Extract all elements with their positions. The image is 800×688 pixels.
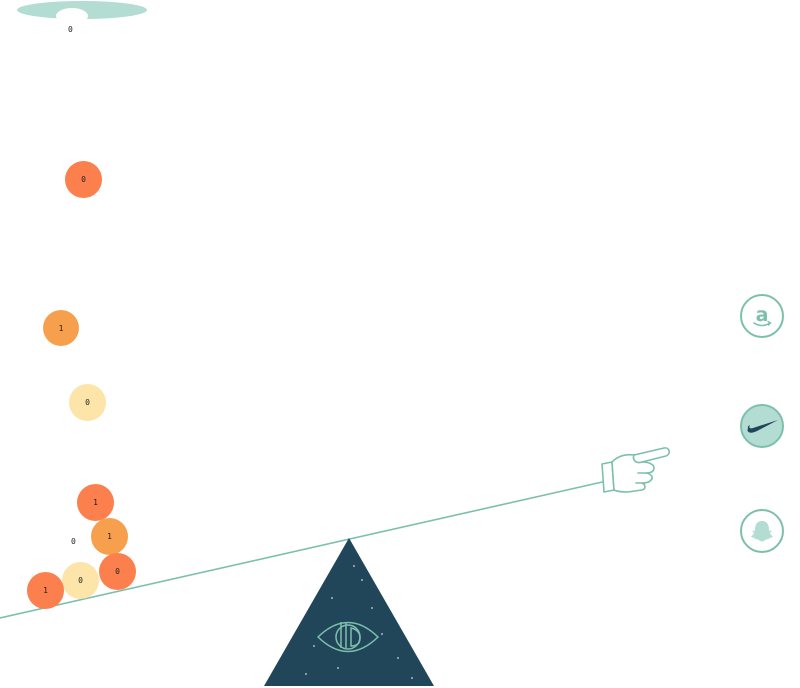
nike-icon <box>747 420 778 433</box>
amazon-letter: a <box>756 304 769 326</box>
ball-digit: 0 <box>85 398 90 407</box>
ball-digit: 1 <box>58 323 64 333</box>
ball-digit: 0 <box>81 175 86 184</box>
pyramid-fulcrum <box>264 538 434 686</box>
loose-digit: 0 <box>71 537 76 546</box>
nike-button[interactable] <box>740 404 784 448</box>
ball[interactable]: 0 <box>65 161 102 198</box>
snapchat-icon <box>751 521 773 542</box>
ball[interactable]: 0 <box>69 384 106 421</box>
dispenser-icon <box>17 1 147 24</box>
ball-digit: 1 <box>43 586 48 595</box>
ball-digit: 1 <box>107 532 112 541</box>
ball[interactable]: 1 <box>77 484 114 521</box>
ball[interactable]: 0 <box>62 562 99 599</box>
amazon-icon: a <box>753 304 772 327</box>
ball[interactable]: 1 <box>27 572 64 609</box>
ball-digit: 0 <box>78 576 83 585</box>
dispenser-digit: 0 <box>68 25 73 34</box>
eye-icon <box>316 621 380 653</box>
ball[interactable]: 0 <box>99 553 136 590</box>
pointing-hand-icon <box>601 447 670 493</box>
ball[interactable]: 1 <box>43 310 79 346</box>
snapchat-button[interactable] <box>740 509 784 553</box>
ball-digit: 0 <box>115 567 120 576</box>
ball[interactable]: 1 <box>91 518 128 555</box>
ball-digit: 1 <box>93 498 98 507</box>
amazon-button[interactable]: a <box>740 294 784 338</box>
